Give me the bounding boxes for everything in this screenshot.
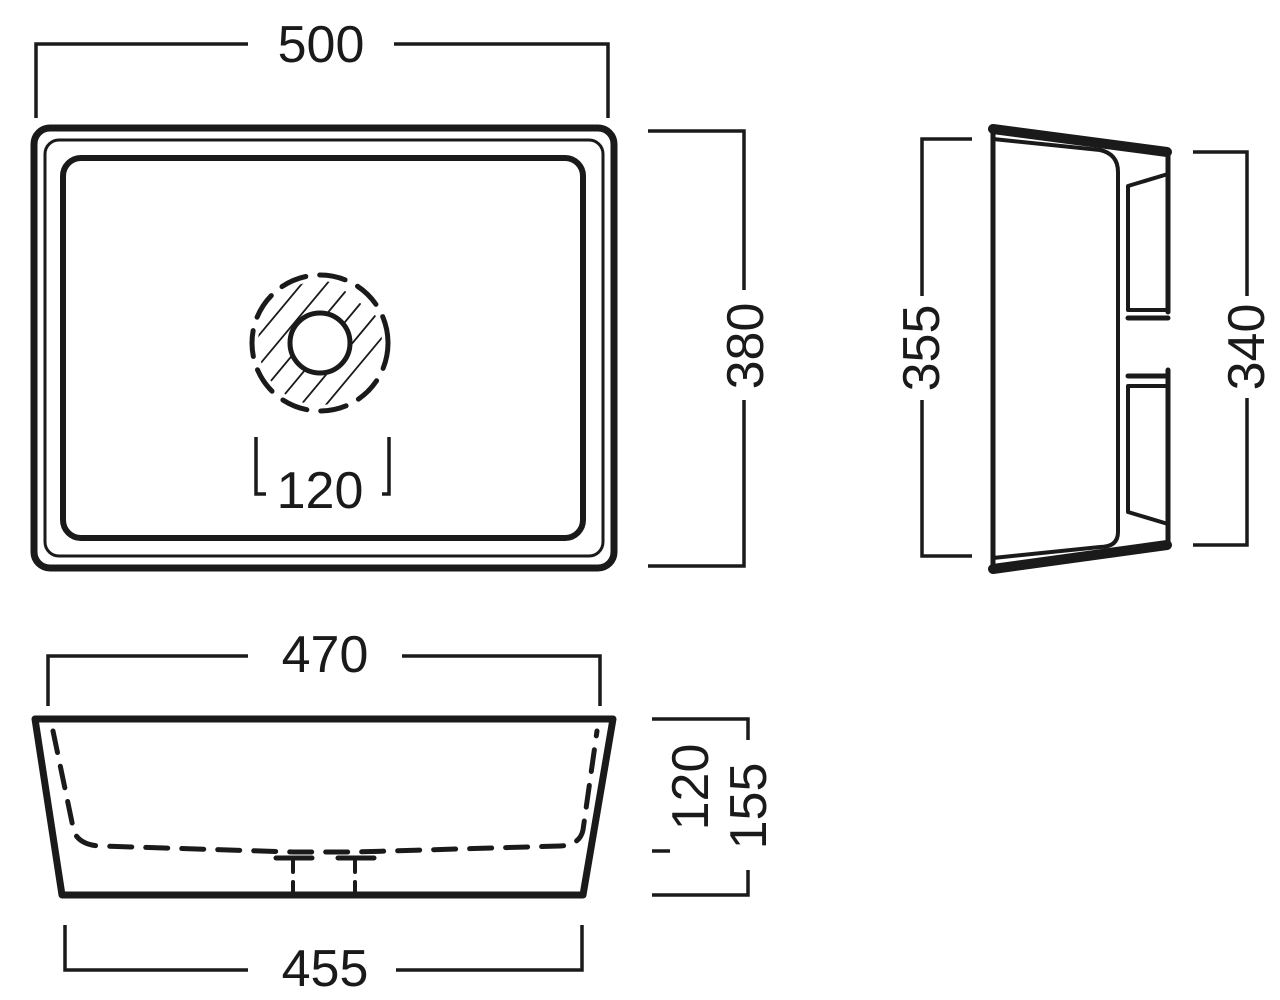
waste-outlet [249,272,391,414]
front-hidden-waste [273,855,377,896]
depth-dimension: 380 [648,129,775,568]
side-foot-edges [1125,149,1171,548]
basin-outer-rim [30,124,618,572]
front-height-dimensions: 120 155 [652,717,778,897]
front-view: 470 455 120 155 [31,626,778,998]
side-foot-lower [1126,384,1170,526]
side-outer-dimension: 355 [893,137,972,558]
top-view: 500 120 380 [30,16,775,572]
side-foot-upper [1126,172,1170,312]
front-basin-body [31,715,617,899]
width-label: 500 [278,16,365,74]
side-outer-label: 355 [893,305,951,392]
basin-rim-inner-edge [43,138,605,558]
front-inner-height-label: 120 [662,744,720,831]
width-dimension: 500 [34,16,610,118]
side-bowl-wall [991,137,1120,560]
basin-bowl-edge [60,155,586,541]
side-view: 355 340 [893,124,1276,574]
front-top-width-label: 470 [282,626,369,684]
front-top-width-dimension: 470 [46,626,602,706]
waste-dimension: 120 [254,437,391,520]
waste-label: 120 [277,462,364,520]
depth-label: 380 [717,303,775,390]
side-rim-top [988,124,1172,157]
waste-outer-ring [249,272,391,414]
front-hidden-bowl [50,728,600,855]
front-bottom-width-dimension: 455 [63,925,584,998]
side-inner-label: 340 [1218,304,1276,391]
side-rim-bottom [988,540,1172,574]
front-outer-height-label: 155 [720,763,778,850]
waste-inner-circle [287,310,353,376]
side-inner-dimension: 340 [1193,150,1276,547]
front-bottom-width-label: 455 [282,940,369,998]
